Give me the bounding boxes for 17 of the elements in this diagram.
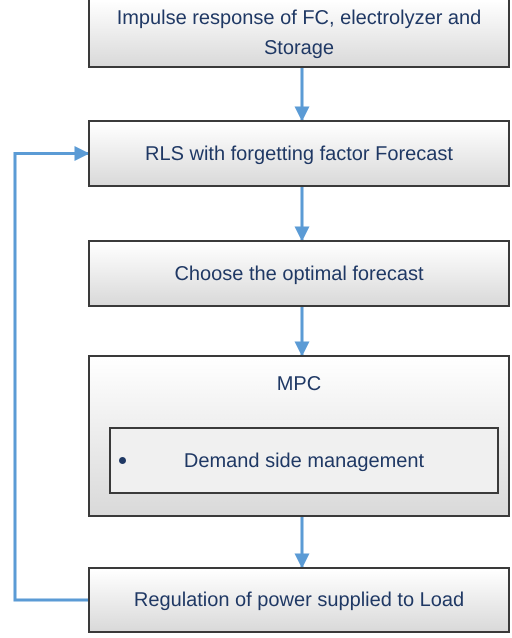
- box-text: Impulse response of FC, electrolyzer and Storage: [116, 6, 482, 61]
- process-box: [88, 355, 510, 517]
- process-box: [88, 240, 510, 307]
- arrow: [14, 146, 90, 602]
- process-box: [88, 567, 510, 633]
- arrow: [294, 307, 310, 356]
- box-text: Choose the optimal forecast: [173, 262, 425, 286]
- process-box: [88, 0, 510, 68]
- arrow: [294, 68, 310, 122]
- process-box: [88, 120, 510, 187]
- box-text: Demand side management: [182, 448, 426, 474]
- box-text: RLS with forgetting factor Forecast: [144, 142, 454, 166]
- arrow: [294, 187, 310, 242]
- sub-box: [109, 427, 499, 494]
- box-text: MPC: [276, 372, 322, 397]
- arrow: [294, 517, 310, 568]
- box-text: Regulation of power supplied to Load: [132, 588, 466, 613]
